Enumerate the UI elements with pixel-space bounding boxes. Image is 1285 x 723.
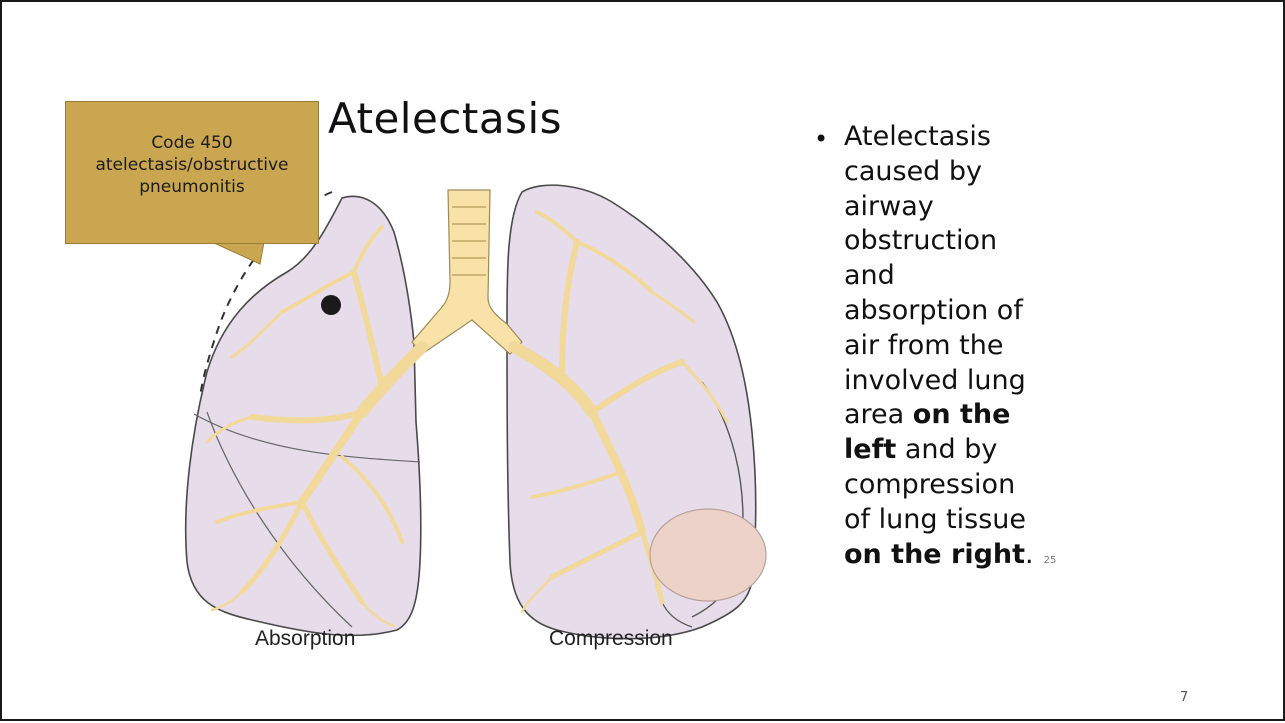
bullet-line: on the right. 25 bbox=[844, 538, 1056, 573]
bullet-bold-fragment: left bbox=[844, 434, 896, 465]
absorption-label: Absorption bbox=[255, 627, 355, 651]
bullet-line: absorption of bbox=[844, 294, 1056, 329]
bullet-line: air from the bbox=[844, 329, 1056, 364]
bullet-line: of lung tissue bbox=[844, 503, 1056, 538]
callout-line: atelectasis/obstructive bbox=[66, 154, 318, 176]
bullet-dot: • bbox=[814, 122, 828, 157]
bullet-line: Atelectasis bbox=[844, 120, 1056, 155]
compression-label: Compression bbox=[549, 627, 673, 651]
slide-title: Atelectasis bbox=[328, 94, 562, 143]
bullet-lines: Atelectasis caused by airway obstruction… bbox=[844, 120, 1056, 572]
bullet-text-fragment: . bbox=[1025, 539, 1034, 570]
code-callout: Code 450 atelectasis/obstructive pneumon… bbox=[65, 101, 319, 244]
bullet-text-fragment: area bbox=[844, 399, 913, 430]
bullet-line: compression bbox=[844, 468, 1056, 503]
page-number: 7 bbox=[1180, 690, 1188, 705]
bullet-line: area on the bbox=[844, 398, 1056, 433]
bullet-line: involved lung bbox=[844, 364, 1056, 399]
bullet-line: and bbox=[844, 259, 1056, 294]
bullet-bold-fragment: on the bbox=[913, 399, 1011, 430]
bullet-text-fragment: and by bbox=[896, 434, 997, 465]
callout-line: pneumonitis bbox=[66, 176, 318, 198]
bullet-line: obstruction bbox=[844, 224, 1056, 259]
callout-line: Code 450 bbox=[66, 132, 318, 154]
bullet-line: caused by bbox=[844, 155, 1056, 190]
bullet-line: airway bbox=[844, 190, 1056, 225]
reference-number: 25 bbox=[1044, 555, 1057, 566]
bullet-line: left and by bbox=[844, 433, 1056, 468]
bullet-bold-fragment: on the right bbox=[844, 539, 1025, 570]
